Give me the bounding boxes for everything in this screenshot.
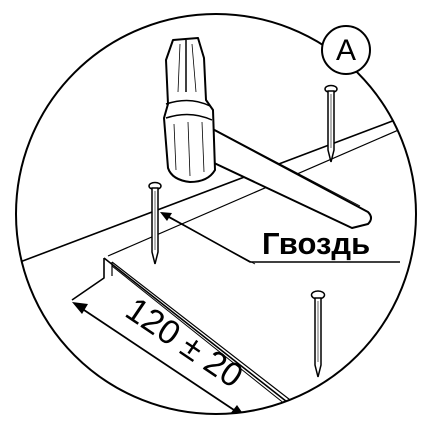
scene bbox=[19, 37, 416, 414]
nail-icon bbox=[148, 181, 162, 265]
nail-callout-label: Гвоздь bbox=[262, 226, 370, 261]
panel-label: A bbox=[336, 34, 356, 67]
callout-leader bbox=[160, 212, 400, 265]
dimension-line bbox=[72, 302, 246, 414]
panel-label-badge: A bbox=[321, 25, 371, 75]
nail-icon bbox=[324, 84, 338, 163]
hammer-icon bbox=[163, 37, 372, 229]
nail-icon bbox=[310, 290, 326, 378]
